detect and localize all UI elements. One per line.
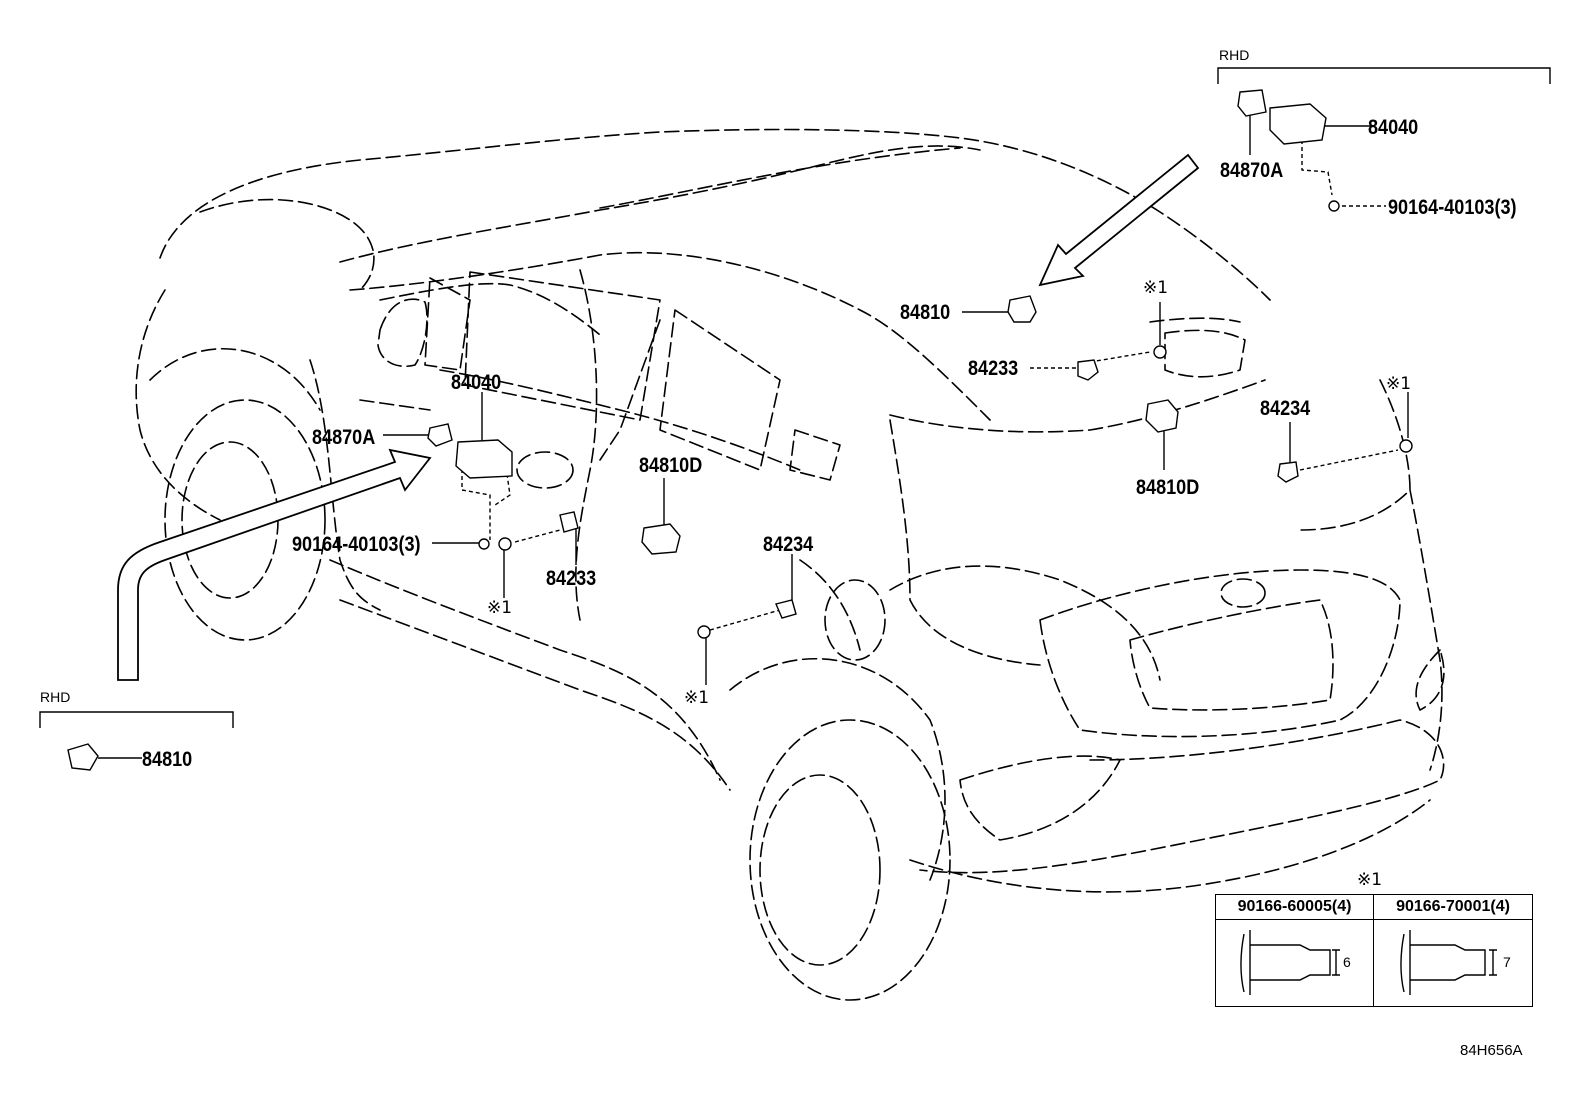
label-top-84810D: 84810D (1136, 476, 1200, 499)
fastener-table: 90166-60005(4) 90166-70001(4) 6 7 (1215, 894, 1533, 1007)
table-divider (1373, 895, 1374, 1006)
part-icons (67, 89, 1413, 771)
vehicle-outline (135, 128, 1445, 1001)
label-rhd-84810: 84810 (142, 748, 193, 771)
note-mark-1: ※1 (1143, 278, 1169, 298)
note-mark-3: ※1 (487, 598, 513, 618)
label-left-84870A: 84870A (312, 426, 376, 449)
label-rhd-84870A: 84870A (1220, 159, 1284, 182)
label-left-90164: 90164-40103(3) (292, 533, 421, 556)
note-mark-2: ※1 (1386, 374, 1412, 394)
table-note-mark: ※1 (1357, 870, 1383, 890)
table-dim-col2: 7 (1503, 954, 1511, 970)
label-left-84810D: 84810D (639, 454, 703, 477)
label-rhd-90164: 90164-40103(3) (1388, 196, 1517, 219)
note-mark-4: ※1 (684, 688, 710, 708)
table-header-col2: 90166-70001(4) (1374, 895, 1532, 920)
rhd-label-bottom: RHD (40, 689, 71, 705)
table-fastener-drawings (1240, 930, 1497, 995)
rhd-label-top: RHD (1219, 47, 1250, 63)
label-top-84233: 84233 (968, 357, 1019, 380)
label-rhd-84040: 84040 (1368, 116, 1419, 139)
figure-code: 84H656A (1460, 1042, 1523, 1059)
callout-arrows (117, 153, 1200, 681)
label-left-84234: 84234 (763, 533, 814, 556)
label-top-84234: 84234 (1260, 397, 1311, 420)
label-left-84040: 84040 (451, 371, 502, 394)
table-header-col1: 90166-60005(4) (1216, 895, 1373, 920)
label-left-84233: 84233 (546, 567, 597, 590)
leader-lines (39, 67, 1551, 759)
label-top-84810: 84810 (900, 301, 951, 324)
table-dim-col1: 6 (1343, 954, 1351, 970)
